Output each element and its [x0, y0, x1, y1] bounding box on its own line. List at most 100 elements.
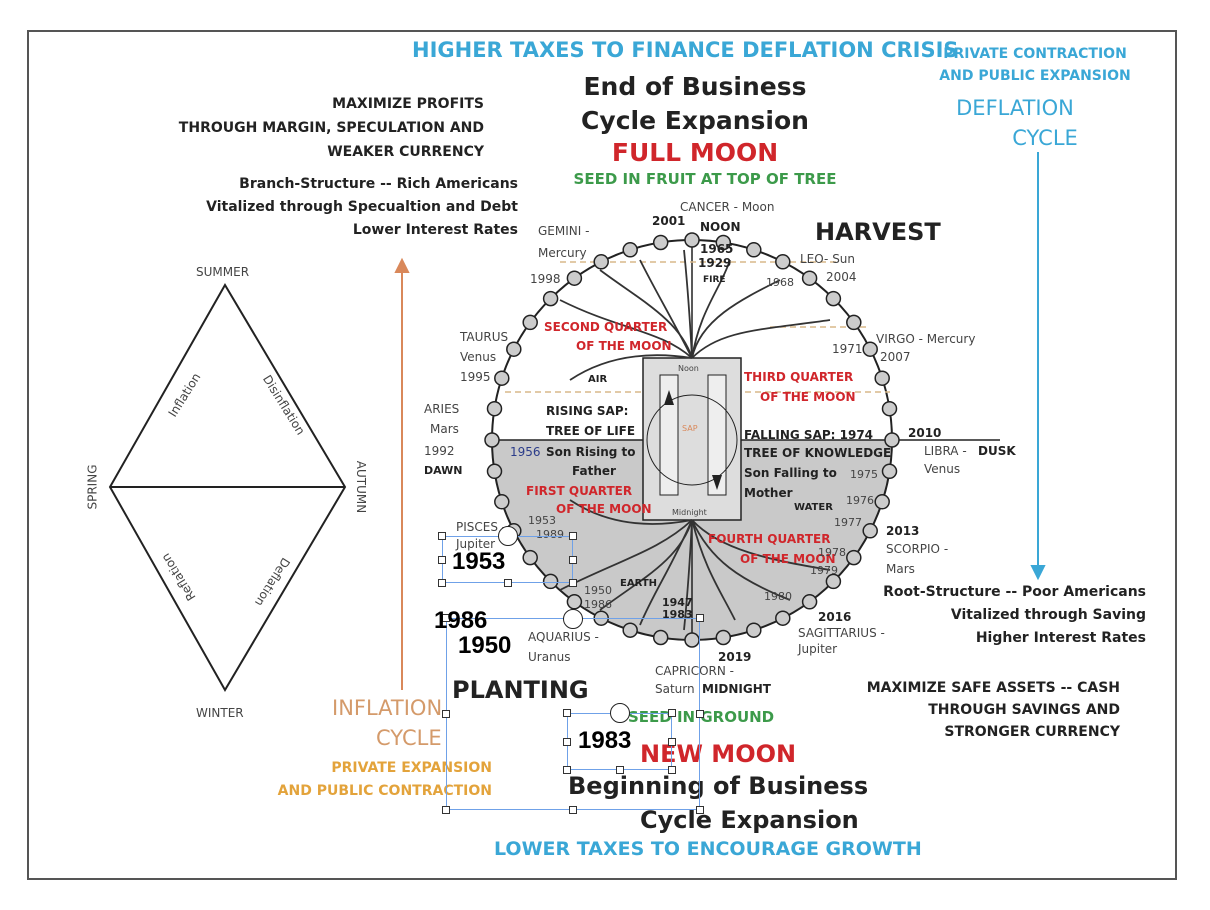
orbit-node [884, 432, 900, 448]
orbit-node [652, 234, 669, 251]
air-label: AIR [588, 374, 608, 385]
year-1980: 1980 [764, 590, 792, 603]
orbit-node [746, 622, 762, 638]
libra-planet: Venus [924, 462, 961, 476]
annotation-1983[interactable]: 1983 [578, 727, 632, 754]
rotate-handle-1986[interactable] [563, 609, 583, 629]
annotation-1950[interactable]: 1950 [458, 632, 512, 659]
resize-handle[interactable] [503, 579, 512, 587]
tree-branches [559, 249, 831, 631]
inflation-cycle-1: INFLATION [332, 696, 443, 720]
dawn-label: DAWN [424, 464, 463, 477]
max-safe-1: MAXIMIZE SAFE ASSETS -- CASH [866, 680, 1120, 696]
son-rising-2: Father [572, 464, 616, 478]
autumn-label: AUTUMN [354, 460, 369, 514]
orbit-node [715, 234, 732, 251]
inflation-arrow [394, 257, 410, 690]
root-structure-2: Vitalized through Saving [950, 607, 1146, 623]
libra-label: LIBRA - [924, 444, 967, 458]
rotate-handle-1983[interactable] [610, 703, 630, 723]
resize-handle[interactable] [438, 532, 446, 540]
orbit-node [825, 573, 842, 590]
third-quarter-1: THIRD QUARTER [744, 370, 854, 384]
orbit-node [846, 314, 862, 331]
orbit-node [746, 242, 762, 258]
rotate-handle-1953[interactable] [498, 526, 518, 546]
noon-label: NOON [700, 220, 741, 234]
midnight-label: MIDNIGHT [702, 682, 771, 696]
year-1986-small: 1986 [584, 598, 612, 611]
dusk-label: DUSK [978, 444, 1016, 458]
orbit-node [846, 549, 862, 566]
root-structure-1: Root-Structure -- Poor Americans [883, 584, 1146, 600]
resize-handle[interactable] [615, 766, 624, 774]
resize-handle[interactable] [569, 532, 577, 540]
son-rising-1: Son Rising to [546, 445, 636, 459]
resize-handle[interactable] [569, 555, 577, 564]
resize-handle[interactable] [442, 806, 450, 814]
resize-handle[interactable] [668, 766, 676, 774]
private-contraction-2: AND PUBLIC EXPANSION [939, 68, 1131, 84]
resize-handle[interactable] [563, 709, 571, 717]
virgo-year: 2007 [880, 350, 911, 364]
second-quarter-2: OF THE MOON [576, 339, 672, 353]
orbit-node [874, 494, 890, 510]
orbit-node [486, 463, 503, 480]
orbit-node [542, 573, 559, 590]
rising-sap-2: TREE OF LIFE [546, 424, 636, 438]
scorpio-planet: Mars [886, 562, 915, 576]
resize-handle[interactable] [696, 614, 704, 622]
aquarius-label: AQUARIUS - [528, 630, 599, 644]
orbit-nodes [484, 232, 900, 648]
cancer-label: CANCER - Moon [680, 200, 775, 214]
resize-handle[interactable] [563, 737, 571, 746]
resize-handle[interactable] [569, 806, 577, 814]
aquarius-planet: Uranus [528, 650, 571, 664]
root-structure-3: Higher Interest Rates [975, 630, 1146, 646]
year-1956: 1956 [510, 445, 541, 459]
resize-handle[interactable] [696, 806, 704, 814]
annotation-1953[interactable]: 1953 [452, 548, 506, 575]
resize-handle[interactable] [569, 579, 577, 587]
resize-handle[interactable] [668, 709, 676, 717]
resize-handle[interactable] [696, 710, 704, 718]
year-1983-small: 1983 [662, 608, 693, 621]
scorpio-label: SCORPIO - [886, 542, 949, 556]
falling-sap-2: TREE OF KNOWLEDGE [744, 446, 892, 460]
second-quarter-1: SECOND QUARTER [544, 320, 668, 334]
beginning-line1: Beginning of Business [568, 772, 869, 800]
year-1992: 1992 [424, 444, 455, 458]
capricorn-planet: Saturn [655, 682, 695, 696]
branch-structure-3: Lower Interest Rates [352, 222, 518, 238]
resize-handle[interactable] [563, 766, 571, 774]
spring-label: SPRING [85, 464, 100, 510]
orbit-node [486, 400, 503, 417]
year-1965: 1965 [700, 242, 734, 256]
box-midnight: Midnight [672, 508, 707, 517]
resize-handle[interactable] [438, 555, 446, 564]
annotation-1986[interactable]: 1986 [434, 607, 488, 634]
year-2010: 2010 [908, 426, 942, 440]
orbit-node [522, 314, 538, 331]
orbit-node [566, 270, 583, 286]
year-1998: 1998 [530, 272, 561, 286]
resize-handle[interactable] [438, 579, 446, 587]
resize-handle[interactable] [668, 737, 676, 746]
resize-handle[interactable] [442, 710, 450, 718]
deflation-arrow [1030, 152, 1046, 581]
end-cycle-line1: End of Business [583, 72, 807, 101]
resize-handle[interactable] [442, 614, 450, 622]
gemini-planet: Mercury [538, 246, 587, 260]
water-label: WATER [794, 502, 833, 513]
orbit-node [622, 242, 638, 258]
year-2001: 2001 [652, 214, 686, 228]
year-1977: 1977 [834, 516, 862, 529]
orbit-node [593, 254, 609, 270]
year-1976: 1976 [846, 494, 874, 507]
sap-label: SAP [682, 424, 698, 433]
beginning-line2: Cycle Expansion [640, 806, 859, 834]
year-1953-small: 1953 [528, 514, 556, 527]
maximize-profits-2: THROUGH MARGIN, SPECULATION AND [178, 120, 484, 136]
year-1979: 1979 [810, 564, 838, 577]
